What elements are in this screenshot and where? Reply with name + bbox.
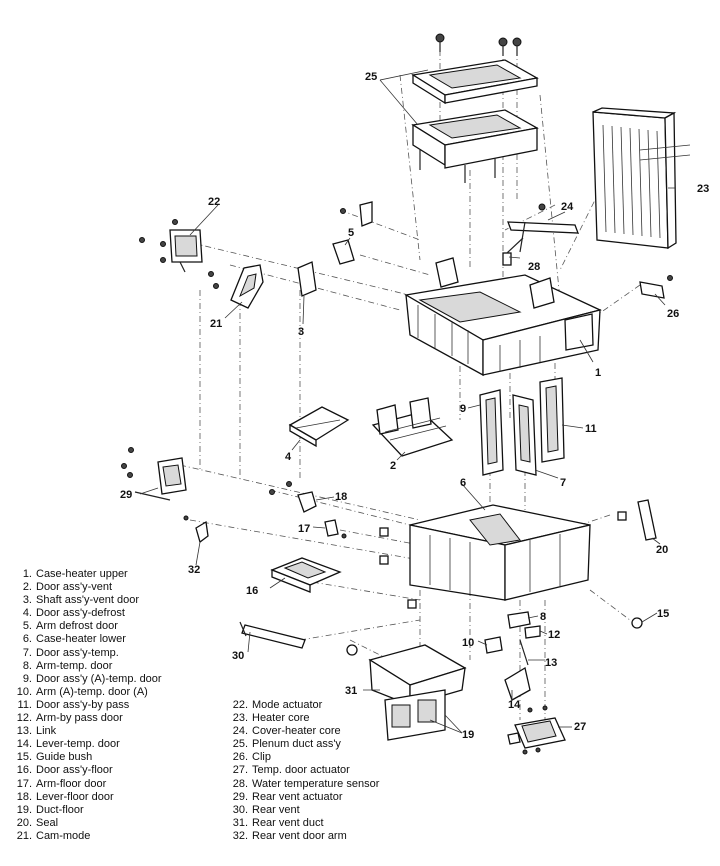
case-heater-upper: [404, 257, 602, 377]
lever-floor-door: [269, 481, 317, 513]
mode-actuator: [139, 219, 203, 273]
screw-icon: [435, 33, 522, 56]
legend-item: 15.Guide bush: [16, 751, 93, 764]
callout-15: 15: [657, 608, 669, 620]
legend-item: 13.Link: [16, 725, 57, 738]
legend-item: 11.Door ass'y-by pass: [17, 698, 130, 711]
legend-item: 21.Cam-mode: [16, 829, 91, 842]
legend-item: 30.Rear vent: [232, 803, 300, 816]
legend-item: 28.Water temperature sensor: [232, 777, 380, 790]
callout-11: 11: [585, 423, 597, 435]
legend-item: 12.Arm-by pass door: [16, 712, 123, 725]
callout-27: 27: [574, 721, 586, 733]
callout-4: 4: [285, 451, 292, 463]
plenum-duct-assy: [411, 59, 539, 183]
legend-item: 16.Door ass'y-floor: [16, 764, 113, 777]
legend-item: 17.Arm-floor door: [16, 777, 107, 790]
rear-vent-duct: [346, 644, 467, 741]
callout-24: 24: [561, 201, 574, 213]
legend-item: 4.Door ass'y-defrost: [22, 607, 125, 620]
heater-core: [592, 107, 691, 250]
legend-item: 22.Mode actuator: [232, 699, 323, 711]
legend-item: 25.Plenum duct ass'y: [232, 738, 341, 751]
door-assy-a-temp-door: [479, 389, 504, 476]
arm-floor-door: [324, 519, 347, 539]
rear-vent: [239, 621, 306, 649]
seal: [617, 499, 657, 541]
legend-item: 1.Case-heater upper: [22, 568, 128, 580]
guide-bush: [631, 617, 643, 629]
callout-32: 32: [188, 564, 200, 576]
callout-12: 12: [548, 629, 560, 641]
legend-item: 6.Case-heater lower: [22, 633, 126, 646]
callout-1: 1: [595, 367, 601, 379]
temp-door-linkage: [484, 611, 541, 701]
legend-item: 19.Duct-floor: [16, 803, 84, 816]
rear-vent-actuator: [121, 447, 187, 501]
legend-item: 27.Temp. door actuator: [232, 764, 350, 777]
legend-item: 26.Clip: [232, 751, 271, 764]
callout-31: 31: [345, 685, 357, 697]
callout-6: 6: [460, 477, 466, 489]
legend-item: 7.Door ass'y-temp.: [22, 646, 119, 659]
case-heater-lower: [379, 504, 591, 609]
callout-13: 13: [545, 657, 557, 669]
legend-item: 29.Rear vent actuator: [232, 790, 343, 803]
callout-8: 8: [540, 611, 546, 623]
callout-16: 16: [246, 585, 258, 597]
legend-item: 5.Arm defrost door: [22, 620, 118, 633]
legend-item: 3.Shaft ass'y-vent door: [22, 594, 139, 607]
legend-item: 32.Rear vent door arm: [232, 829, 347, 842]
callout-28: 28: [528, 261, 540, 273]
door-assy-vent: [371, 397, 454, 457]
door-assy-defrost: [288, 406, 350, 448]
callout-2: 2: [390, 460, 396, 472]
legend-item: 2.Door ass'y-vent: [22, 581, 113, 594]
legend-item: 10.Arm (A)-temp. door (A): [16, 685, 148, 698]
legend-item: 18.Lever-floor door: [16, 790, 114, 803]
callout-numbers: 1 2 3 4 5 6 7 8 9 10 11 12 13 14 15 16 1…: [120, 71, 709, 741]
callout-17: 17: [298, 523, 310, 535]
assembly-centerlines: [179, 50, 641, 720]
legend-item: 20.Seal: [16, 816, 59, 829]
arm-defrost-door: [332, 201, 373, 265]
callout-5: 5: [348, 227, 354, 239]
callout-3: 3: [298, 326, 304, 338]
water-temperature-sensor: [502, 237, 524, 266]
callout-26: 26: [667, 308, 679, 320]
legend-item: 24.Cover-heater core: [232, 725, 341, 738]
callout-29: 29: [120, 489, 132, 501]
clip: [639, 275, 673, 299]
callout-14: 14: [508, 699, 521, 711]
temp-door-actuator: [507, 705, 566, 755]
callout-leaders: [139, 69, 675, 734]
callout-20: 20: [656, 544, 668, 556]
parts-legend-left: 1.Case-heater upper 2.Door ass'y-vent 3.…: [6, 568, 206, 843]
callout-25: 25: [365, 71, 377, 83]
legend-item: 23.Heater core: [232, 712, 310, 725]
callout-18: 18: [335, 491, 347, 503]
callout-19: 19: [462, 729, 474, 741]
callout-22: 22: [208, 196, 220, 208]
callout-10: 10: [462, 637, 474, 649]
callout-30: 30: [232, 650, 244, 662]
cam-mode: [208, 264, 264, 309]
door-assy-temp: [512, 394, 537, 476]
legend-item: 8.Arm-temp. door: [22, 659, 113, 672]
parts-legend-right: 22.Mode actuator 23.Heater core 24.Cover…: [216, 699, 456, 843]
callout-23: 23: [697, 183, 709, 195]
callout-21: 21: [210, 318, 222, 330]
heater-core-cover: [507, 203, 579, 253]
legend-item: 31.Rear vent duct: [232, 816, 324, 829]
legend-item: 9.Door ass'y (A)-temp. door: [22, 672, 162, 685]
callout-9: 9: [460, 403, 466, 415]
legend-item: 14.Lever-temp. door: [16, 738, 120, 751]
shaft-assy-vent-door: [297, 261, 317, 297]
door-assy-floor: [270, 557, 342, 593]
rear-vent-door-arm: [183, 515, 209, 544]
door-assy-by-pass: [539, 377, 565, 463]
callout-7: 7: [560, 477, 566, 489]
